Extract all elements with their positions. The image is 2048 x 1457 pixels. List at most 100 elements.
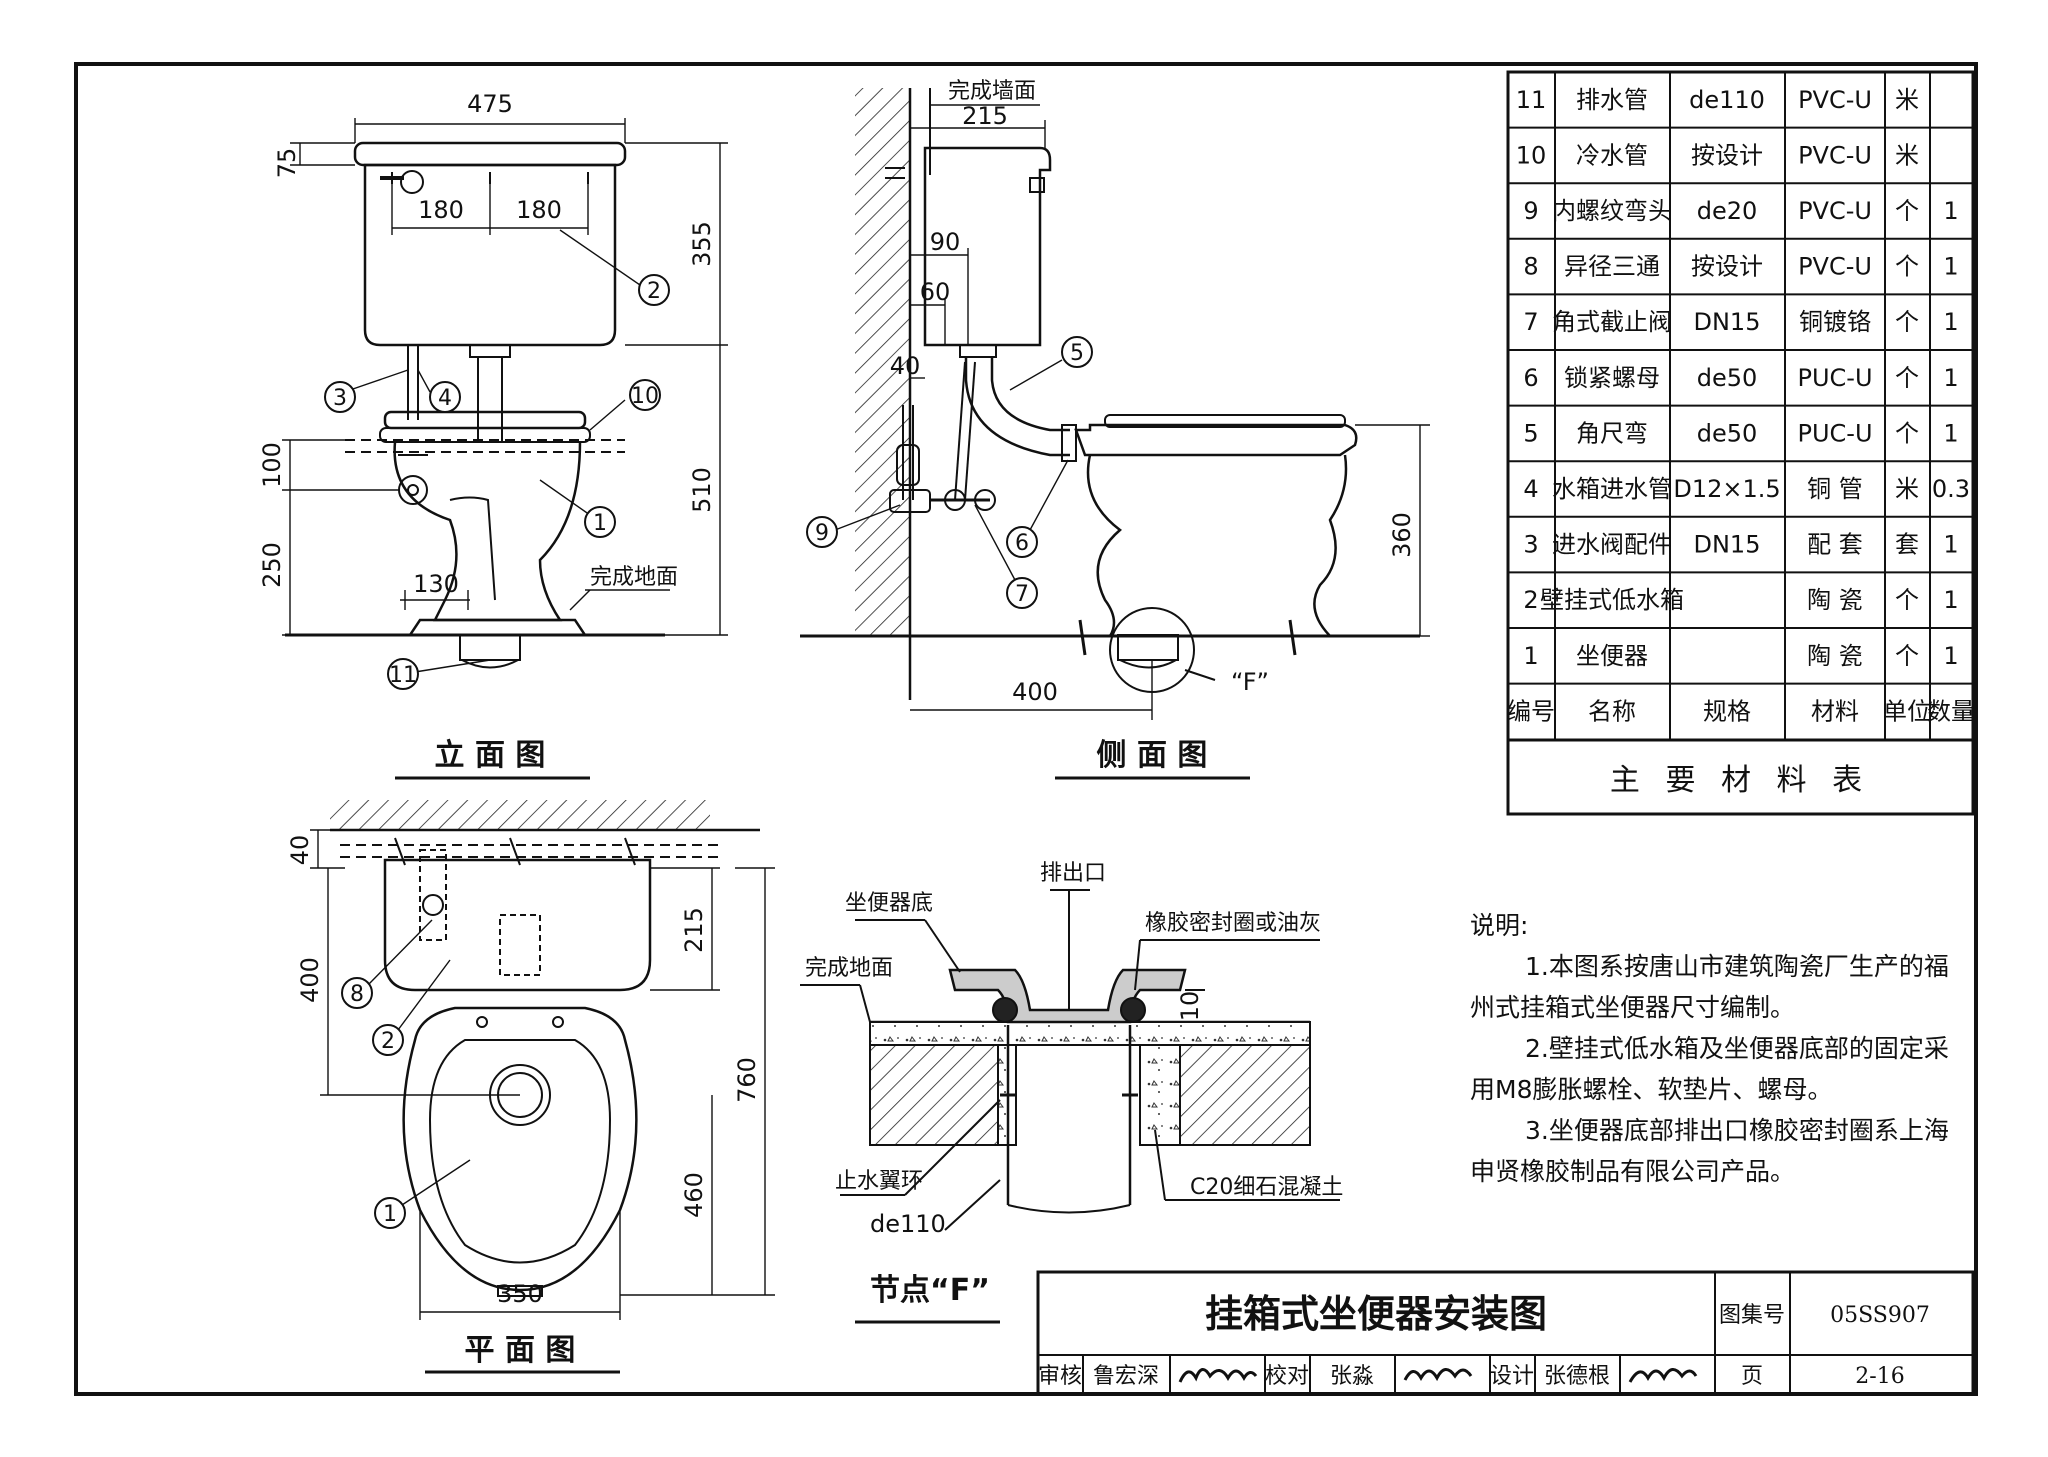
table-cell: 进水阀配件 — [1552, 531, 1672, 559]
table-cell: 配 套 — [1807, 531, 1863, 559]
detail-ref-F: “F” — [1231, 668, 1269, 696]
label-outlet: 排出口 — [1040, 861, 1106, 886]
table-cell: PVC-U — [1798, 253, 1872, 281]
table-cell: 7 — [1523, 308, 1538, 336]
page-number: 2-16 — [1855, 1364, 1904, 1389]
dim-40-plan: 40 — [286, 835, 314, 866]
table-cell: 10 — [1516, 141, 1547, 169]
drawing-title: 挂箱式坐便器安装图 — [1205, 1292, 1547, 1336]
table-cell: 锁紧螺母 — [1564, 364, 1660, 392]
table-cell: 1 — [1943, 364, 1958, 392]
table-cell: 个 — [1895, 197, 1919, 225]
table-cell: 1 — [1943, 308, 1958, 336]
table-cell: de50 — [1697, 419, 1758, 447]
table-cell: 8 — [1523, 253, 1538, 281]
table-cell: 米 — [1895, 86, 1919, 114]
dim-40-side: 40 — [890, 352, 921, 380]
callout-5: 5 — [1070, 341, 1084, 366]
table-cell: PUC-U — [1797, 364, 1872, 392]
table-cell: 水箱进水管 — [1552, 475, 1672, 503]
label-finished-floor: 完成地面 — [590, 565, 678, 590]
plan-view — [330, 800, 760, 1297]
table-cell: 角式截止阀 — [1552, 308, 1672, 336]
callout-4: 4 — [438, 386, 452, 411]
table-cell: 个 — [1895, 308, 1919, 336]
callout-6: 6 — [1015, 531, 1029, 556]
elevation-callouts — [324, 274, 670, 690]
callout-7: 7 — [1015, 582, 1029, 607]
table-cell: 1 — [1943, 531, 1958, 559]
table-cell: 壁挂式低水箱 — [1540, 586, 1684, 614]
table-cell: 异径三通 — [1564, 253, 1660, 281]
table-cell: 个 — [1895, 586, 1919, 614]
table-cell: de110 — [1689, 86, 1765, 114]
elevation-dim-text: 475 75 180 180 355 100 510 250 130 完成地面 — [258, 90, 716, 598]
table-cell: 9 — [1523, 197, 1538, 225]
table-header-cell: 单位 — [1883, 697, 1931, 725]
table-cell: 5 — [1523, 419, 1538, 447]
table-cell: PUC-U — [1797, 419, 1872, 447]
plan-title: 平 面 图 — [465, 1333, 576, 1368]
dim-215-plan: 215 — [680, 907, 708, 953]
table-cell: 1 — [1943, 253, 1958, 281]
callout-1-plan: 1 — [383, 1202, 397, 1227]
callout-10: 10 — [631, 384, 659, 409]
side-view — [800, 88, 1420, 700]
table-cell: 铜镀铬 — [1799, 308, 1871, 336]
detail-f-title: 节点“F” — [870, 1273, 990, 1308]
table-cell: 米 — [1895, 475, 1919, 503]
callout-8: 8 — [350, 982, 364, 1007]
callout-11: 11 — [389, 663, 417, 688]
table-cell: 按设计 — [1691, 141, 1763, 169]
table-header-cell: 编号 — [1507, 697, 1555, 725]
side-title: 侧 面 图 — [1097, 738, 1208, 773]
label-finished-wall: 完成墙面 — [948, 79, 1036, 104]
dim-215-side: 215 — [962, 102, 1008, 130]
callout-2-plan: 2 — [381, 1029, 395, 1054]
notes-block: 说明: 1.本图系按唐山市建筑陶瓷厂生产的福州式挂箱式坐便器尺寸编制。 2.壁挂… — [1470, 905, 1950, 1192]
table-cell: 角尺弯 — [1576, 419, 1648, 447]
table-cell: 1 — [1943, 642, 1958, 670]
label-finished-floor-detail: 完成地面 — [805, 956, 893, 981]
table-header-cell: 数量 — [1927, 697, 1975, 725]
table-cell: PVC-U — [1798, 197, 1872, 225]
table-header-cell: 规格 — [1703, 697, 1751, 725]
dim-100: 100 — [258, 442, 286, 488]
atlas-number: 05SS907 — [1830, 1303, 1930, 1328]
table-header-cell: 材料 — [1811, 697, 1859, 725]
dim-475: 475 — [467, 90, 513, 118]
dim-760: 760 — [733, 1057, 761, 1103]
dim-250: 250 — [258, 542, 286, 588]
table-cell: 个 — [1895, 419, 1919, 447]
dim-130: 130 — [413, 570, 459, 598]
dim-510: 510 — [688, 467, 716, 513]
table-cell: DN15 — [1694, 308, 1761, 336]
table-cell: 陶 瓷 — [1807, 642, 1863, 670]
table-cell: 4 — [1523, 475, 1538, 503]
designer-signature — [1628, 1368, 1698, 1383]
table-cell: 个 — [1895, 253, 1919, 281]
note-item-2: 2.壁挂式低水箱及坐便器底部的固定采用M8膨胀螺栓、软垫片、螺母。 — [1470, 1034, 1949, 1104]
dim-355: 355 — [688, 221, 716, 267]
callout-1: 1 — [593, 511, 607, 536]
table-cell: 2 — [1523, 586, 1538, 614]
table-cell: 1 — [1523, 642, 1538, 670]
label-seal: 橡胶密封圈或油灰 — [1145, 911, 1321, 936]
table-cell: 冷水管 — [1576, 141, 1648, 169]
dim-360: 360 — [1388, 512, 1416, 558]
table-cell: 坐便器 — [1576, 642, 1648, 670]
detail-f-view — [800, 889, 1340, 1231]
check-label: 校对 — [1265, 1364, 1309, 1389]
table-cell: DN15 — [1694, 531, 1761, 559]
table-cell: de20 — [1697, 197, 1758, 225]
reviewer-name: 鲁宏深 — [1093, 1364, 1159, 1389]
table-cell: 0.3 — [1932, 475, 1970, 503]
note-item-3: 3.坐便器底部排出口橡胶密封圈系上海申贤橡胶制品有限公司产品。 — [1470, 1116, 1949, 1186]
table-cell: 1 — [1943, 197, 1958, 225]
label-water-ring: 止水翼环 — [835, 1169, 923, 1194]
checker-name: 张淼 — [1330, 1364, 1374, 1389]
table-cell: 排水管 — [1576, 86, 1648, 114]
label-c20-concrete: C20细石混凝土 — [1190, 1175, 1343, 1200]
page-label: 页 — [1741, 1364, 1763, 1389]
